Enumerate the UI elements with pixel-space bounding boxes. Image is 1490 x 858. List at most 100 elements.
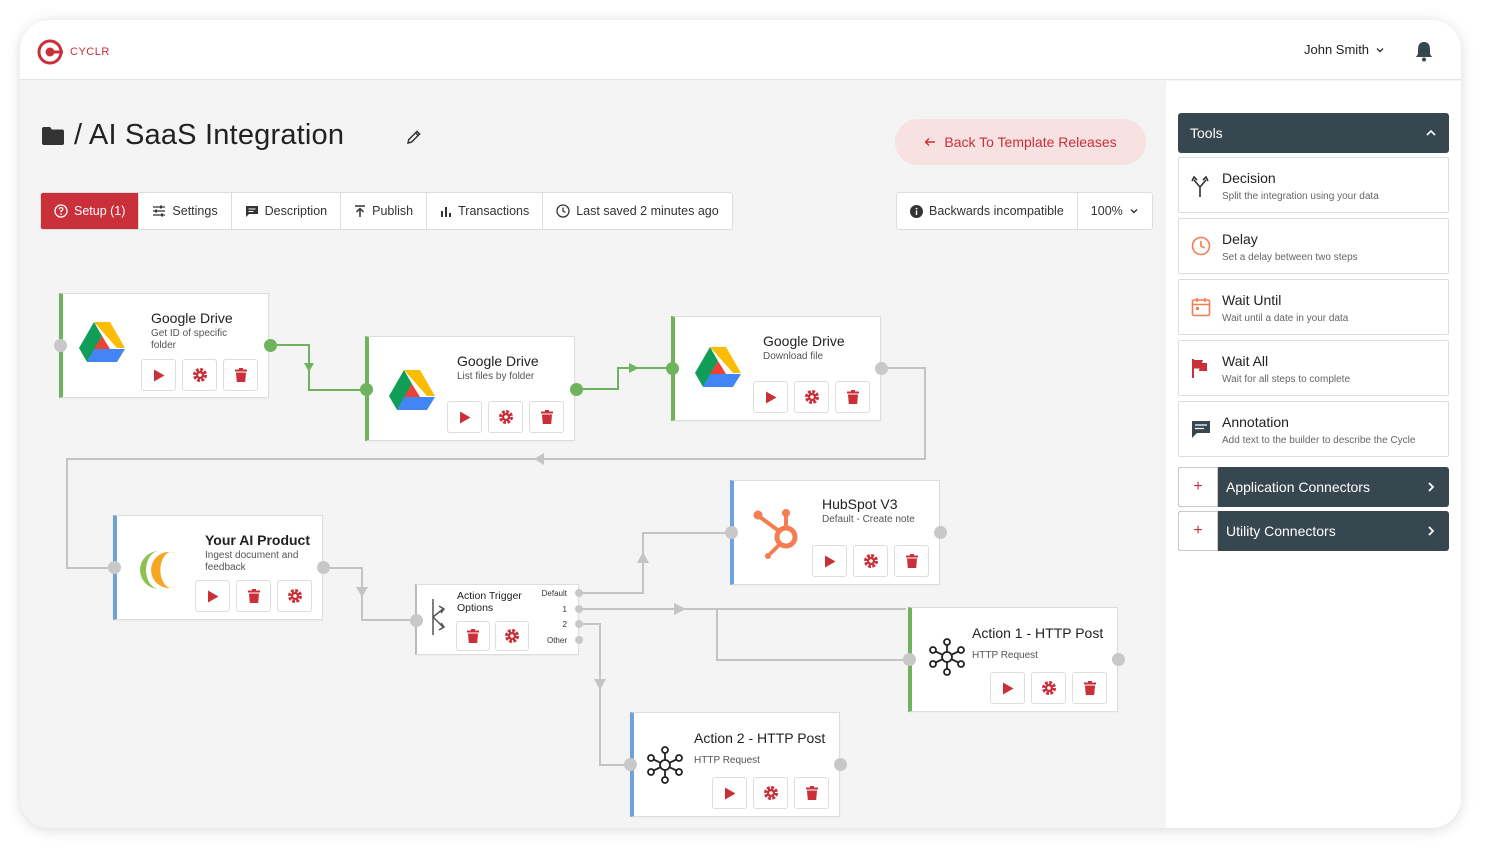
builder-canvas[interactable]: / AI SaaS Integration Back To Template R… bbox=[20, 81, 1166, 828]
run-button[interactable] bbox=[753, 381, 788, 413]
gear-icon bbox=[498, 410, 513, 424]
delete-button[interactable] bbox=[894, 545, 929, 577]
settings-button[interactable]: Settings bbox=[139, 193, 232, 229]
input-port[interactable] bbox=[666, 362, 679, 375]
pencil-icon[interactable] bbox=[406, 129, 422, 145]
tools-header[interactable]: Tools bbox=[1178, 113, 1449, 153]
output-port[interactable] bbox=[264, 339, 277, 352]
bell-icon[interactable] bbox=[1414, 40, 1434, 62]
settings-button[interactable] bbox=[488, 401, 523, 433]
run-button[interactable] bbox=[447, 401, 482, 433]
setup-button[interactable]: Setup (1) bbox=[41, 193, 140, 229]
delete-button[interactable] bbox=[223, 359, 258, 391]
settings-button[interactable] bbox=[794, 381, 829, 413]
output-port-1[interactable] bbox=[575, 605, 583, 613]
output-port[interactable] bbox=[317, 561, 330, 574]
input-port[interactable] bbox=[360, 383, 373, 396]
arrow-hubspot bbox=[637, 552, 649, 563]
step-actions bbox=[447, 401, 564, 433]
run-button[interactable] bbox=[990, 672, 1025, 704]
zoom-select[interactable]: 100% bbox=[1078, 193, 1152, 229]
zoom-value: 100% bbox=[1090, 204, 1123, 218]
delete-button[interactable] bbox=[794, 777, 829, 809]
step-title: Action 2 - HTTP Post bbox=[694, 730, 826, 746]
last-saved-status: Last saved 2 minutes ago bbox=[543, 193, 731, 229]
step-actions bbox=[812, 545, 929, 577]
output-port[interactable] bbox=[875, 362, 888, 375]
utility-connectors-button[interactable]: + Utility Connectors bbox=[1178, 511, 1449, 551]
user-menu[interactable]: John Smith bbox=[1304, 42, 1385, 57]
output-port-default[interactable] bbox=[575, 589, 583, 597]
delete-button[interactable] bbox=[835, 381, 870, 413]
settings-button[interactable] bbox=[495, 621, 529, 651]
chevron-down-icon bbox=[1376, 47, 1384, 52]
application-connectors-button[interactable]: + Application Connectors bbox=[1178, 467, 1449, 507]
play-icon bbox=[207, 590, 218, 602]
bar-chart-icon bbox=[441, 206, 452, 217]
run-button[interactable] bbox=[712, 777, 747, 809]
step-google-drive-2[interactable]: Google Drive List files by folder bbox=[365, 336, 575, 441]
step-action-2-http-post[interactable]: Action 2 - HTTP Post HTTP Request bbox=[630, 712, 840, 817]
tool-annotation[interactable]: Annotation Add text to the builder to de… bbox=[1178, 401, 1449, 457]
step-your-ai-product[interactable]: Your AI Product Ingest document and feed… bbox=[113, 515, 323, 620]
plus-icon: + bbox=[1178, 467, 1218, 507]
transactions-label: Transactions bbox=[458, 204, 530, 218]
output-port-2[interactable] bbox=[575, 620, 583, 628]
settings-button[interactable] bbox=[182, 359, 217, 391]
user-name: John Smith bbox=[1304, 42, 1370, 57]
description-button[interactable]: Description bbox=[232, 193, 342, 229]
input-port[interactable] bbox=[725, 526, 738, 539]
output-port[interactable] bbox=[1112, 653, 1125, 666]
transactions-button[interactable]: Transactions bbox=[427, 193, 544, 229]
settings-button[interactable] bbox=[277, 580, 312, 612]
run-button[interactable] bbox=[141, 359, 176, 391]
tool-description: Set a delay between two steps bbox=[1222, 252, 1358, 263]
step-hubspot-v3[interactable]: HubSpot V3 Default - Create note bbox=[730, 480, 940, 585]
backwards-incompatible-badge[interactable]: Backwards incompatible bbox=[897, 193, 1078, 229]
arrow-left-icon bbox=[924, 138, 936, 146]
delete-button[interactable] bbox=[236, 580, 271, 612]
run-button[interactable] bbox=[195, 580, 230, 612]
output-port[interactable] bbox=[570, 383, 583, 396]
step-title: Google Drive bbox=[151, 310, 233, 326]
tool-delay[interactable]: Delay Set a delay between two steps bbox=[1178, 218, 1449, 274]
step-google-drive-3[interactable]: Google Drive Download file bbox=[671, 316, 881, 421]
step-action-1-http-post[interactable]: Action 1 - HTTP Post HTTP Request bbox=[908, 607, 1118, 712]
decision-fork-icon bbox=[432, 599, 446, 635]
run-button[interactable] bbox=[812, 545, 847, 577]
delete-button[interactable] bbox=[456, 621, 490, 651]
output-port-other[interactable] bbox=[575, 636, 583, 644]
trash-icon bbox=[234, 368, 247, 382]
step-subtitle: List files by folder bbox=[457, 371, 535, 382]
setup-label: Setup (1) bbox=[74, 204, 126, 218]
step-title: HubSpot V3 bbox=[822, 496, 898, 512]
delete-button[interactable] bbox=[1072, 672, 1107, 704]
input-port[interactable] bbox=[108, 561, 121, 574]
settings-button[interactable] bbox=[753, 777, 788, 809]
gear-icon bbox=[287, 589, 302, 603]
brand-logo[interactable]: CYCLR bbox=[36, 38, 110, 66]
play-icon bbox=[459, 411, 470, 423]
tool-decision[interactable]: Decision Split the integration using you… bbox=[1178, 157, 1449, 213]
settings-button[interactable] bbox=[1031, 672, 1066, 704]
application-connectors-label: Application Connectors bbox=[1226, 479, 1370, 495]
input-port[interactable] bbox=[54, 339, 67, 352]
tool-wait-all[interactable]: Wait All Wait for all steps to complete bbox=[1178, 340, 1449, 396]
settings-button[interactable] bbox=[853, 545, 888, 577]
output-port[interactable] bbox=[834, 758, 847, 771]
tool-wait-until[interactable]: Wait Until Wait until a date in your dat… bbox=[1178, 279, 1449, 335]
delete-button[interactable] bbox=[529, 401, 564, 433]
step-action-trigger-options[interactable]: Action Trigger Options Default 1 2 Other bbox=[415, 584, 579, 655]
input-port[interactable] bbox=[903, 653, 916, 666]
arrow-gd2-gd3 bbox=[629, 363, 639, 373]
chevron-right-icon bbox=[1428, 526, 1435, 536]
step-google-drive-1[interactable]: Google Drive Get ID of specific folder bbox=[59, 293, 269, 398]
output-port[interactable] bbox=[934, 526, 947, 539]
input-port[interactable] bbox=[624, 758, 637, 771]
back-to-template-releases-button[interactable]: Back To Template Releases bbox=[895, 119, 1146, 165]
tool-description: Split the integration using your data bbox=[1222, 191, 1379, 202]
input-port[interactable] bbox=[410, 614, 423, 627]
port-label-default: Default bbox=[541, 589, 567, 598]
publish-button[interactable]: Publish bbox=[341, 193, 428, 229]
trash-icon bbox=[1083, 681, 1096, 695]
